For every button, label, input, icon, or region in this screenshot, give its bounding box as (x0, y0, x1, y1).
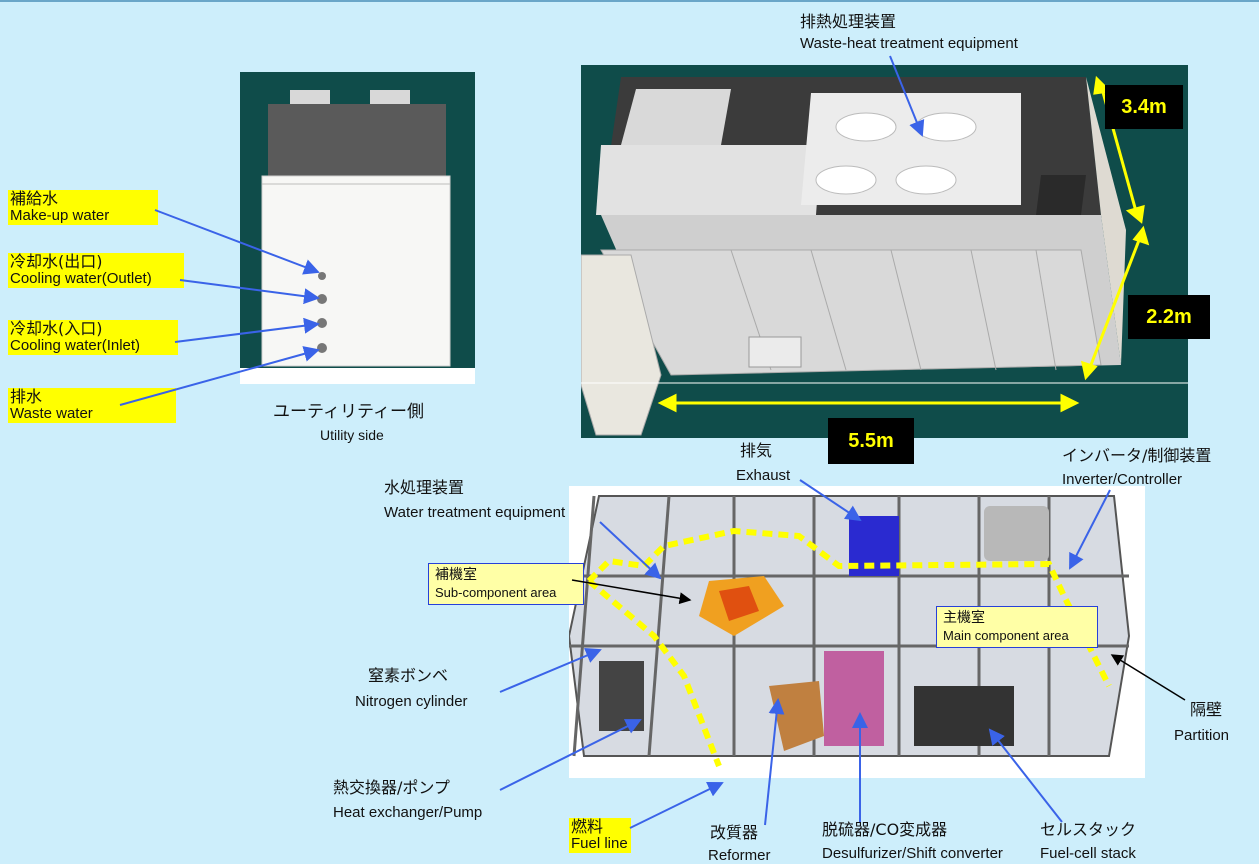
cooling-inlet-label: 冷却水(入口) Cooling water(Inlet) (8, 320, 178, 355)
exhaust-ja: 排気 (740, 441, 773, 460)
cooling-inlet-ja: 冷却水(入口) (10, 319, 103, 338)
cooling-outlet-label: 冷却水(出口) Cooling water(Outlet) (8, 253, 184, 288)
height-lower-label: 2.2m (1128, 295, 1210, 339)
fuel-en: Fuel line (571, 834, 628, 852)
nitrogen-ja: 窒素ボンベ (368, 666, 449, 685)
waste-water-label: 排水 Waste water (8, 388, 176, 423)
arrow-fuel (629, 781, 724, 829)
interior-unit-drawing (569, 495, 1131, 768)
inverter-ja: インバータ/制御装置 (1062, 446, 1212, 465)
waste-heat-ja: 排熱処理装置 (800, 12, 897, 31)
water-treatment-en: Water treatment equipment (384, 504, 566, 521)
length-label: 5.5m (828, 418, 914, 464)
waste-heat-en: Waste-heat treatment equipment (800, 35, 1018, 52)
main-component-label: 主機室 Main component area (936, 606, 1098, 648)
desulfurizer-en: Desulfurizer/Shift converter (822, 845, 1003, 862)
makeup-water-ja: 補給水 (10, 189, 59, 208)
fuel-ja: 燃料 (571, 817, 604, 836)
sub-component-ja: 補機室 (435, 567, 477, 583)
cooling-outlet-en: Cooling water(Outlet) (10, 269, 152, 287)
heat-exchanger-en: Heat exchanger/Pump (333, 804, 483, 821)
overview-unit-drawing (581, 75, 1188, 436)
reformer-en: Reformer (708, 847, 771, 864)
fuel-cell-stack-ja: セルスタック (1040, 820, 1137, 839)
sub-component-en: Sub-component area (435, 584, 557, 600)
utility-caption-en: Utility side (320, 427, 384, 443)
fuel-line-label: 燃料 Fuel line (569, 818, 631, 853)
main-component-en: Main component area (943, 627, 1069, 643)
waste-water-en: Waste water (10, 404, 93, 422)
cooling-outlet-ja: 冷却水(出口) (10, 252, 103, 271)
fuel-cell-stack-en: Fuel-cell stack (1040, 845, 1136, 862)
partition-en: Partition (1174, 727, 1230, 744)
makeup-water-label: 補給水 Make-up water (8, 190, 158, 225)
cooling-inlet-en: Cooling water(Inlet) (10, 336, 141, 354)
reformer-ja: 改質器 (710, 823, 759, 842)
main-component-ja: 主機室 (943, 610, 985, 626)
top-border (0, 0, 1259, 2)
overview-image (581, 65, 1188, 438)
nitrogen-en: Nitrogen cylinder (355, 693, 468, 710)
utility-caption-ja: ユーティリティー側 (273, 402, 424, 422)
utility-side-image (240, 72, 475, 384)
heat-exchanger-ja: 熱交換器/ポンプ (333, 778, 450, 797)
inverter-en: Inverter/Controller (1062, 471, 1183, 488)
water-treatment-ja: 水処理装置 (384, 478, 465, 497)
height-upper-label: 3.4m (1105, 85, 1183, 129)
makeup-water-en: Make-up water (10, 206, 110, 224)
waste-water-ja: 排水 (10, 387, 43, 406)
desulfurizer-ja: 脱硫器/CO変成器 (822, 820, 948, 839)
utility-unit-drawing (240, 90, 475, 384)
partition-ja: 隔壁 (1190, 700, 1223, 719)
exhaust-en: Exhaust (736, 467, 791, 484)
sub-component-label: 補機室 Sub-component area (428, 563, 584, 605)
